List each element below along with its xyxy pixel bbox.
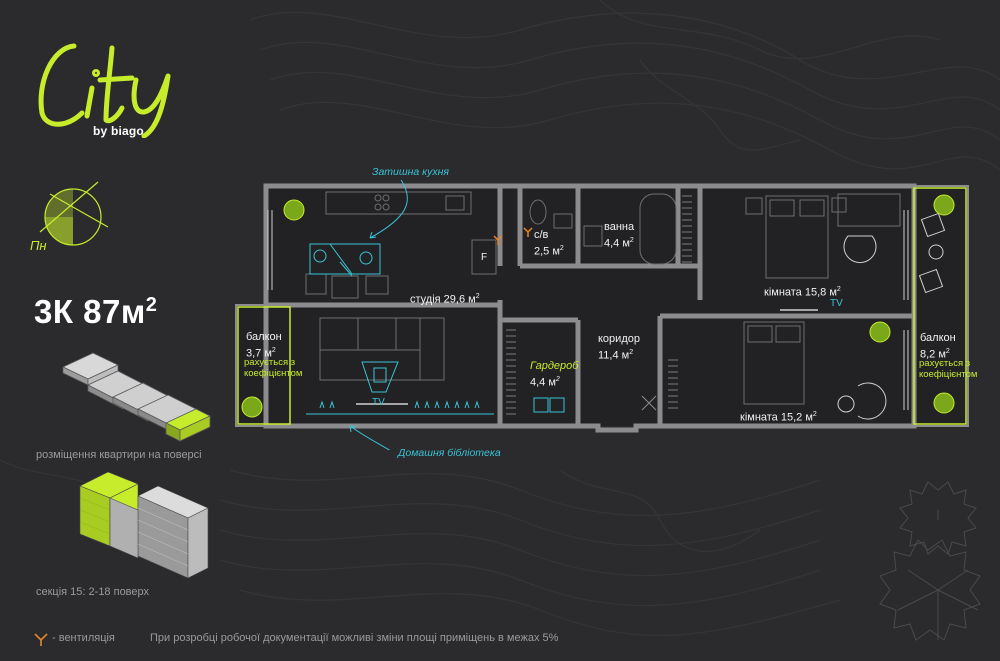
fridge-label: F [481, 252, 488, 263]
city-logo [38, 43, 171, 138]
floor-plan [235, 180, 969, 450]
compass-icon [39, 181, 109, 246]
balcony-right-outline [913, 187, 967, 425]
compass-north-label: Пн [30, 238, 47, 253]
balcony-left-outline [237, 306, 291, 425]
apartment-type-text: 3К 87м [34, 293, 146, 330]
library-annotation: Домашня бібліотека [398, 447, 501, 459]
room-bedroom2-label: кімната 15,2 м2 [740, 411, 817, 424]
studio-tv-label: TV [372, 397, 385, 408]
apartment-type-sup: 2 [145, 294, 158, 316]
logo-subtitle: by biago [93, 124, 144, 138]
room-studio-label: студія 29,6 м2 [410, 293, 480, 306]
floor-balcony-right [912, 186, 968, 426]
floor-placement-diagram [62, 352, 211, 442]
disclaimer-text: При розробці робочої документації можлив… [150, 632, 559, 644]
ventilation-icon [34, 633, 48, 646]
ventilation-legend-text: - вентиляція [52, 632, 115, 644]
placement-caption: розміщення квартири на поверсі [36, 449, 202, 461]
section-diagram [79, 471, 209, 579]
bedroom1-tv-label: TV [830, 298, 843, 309]
tree-decoration-icon [879, 481, 981, 641]
kitchen-annotation: Затишна кухня [372, 166, 449, 178]
balcony-right-note: рахується з коефіцієнтом [919, 358, 978, 380]
balcony-left-note: рахується з коефіцієнтом [244, 357, 303, 379]
room-bedroom1-label: кімната 15,8 м2 [764, 286, 841, 299]
plant-icons [241, 194, 955, 418]
section-caption: секція 15: 2-18 поверх [36, 586, 150, 598]
apartment-type-title: 3К 87м2 [34, 293, 157, 331]
